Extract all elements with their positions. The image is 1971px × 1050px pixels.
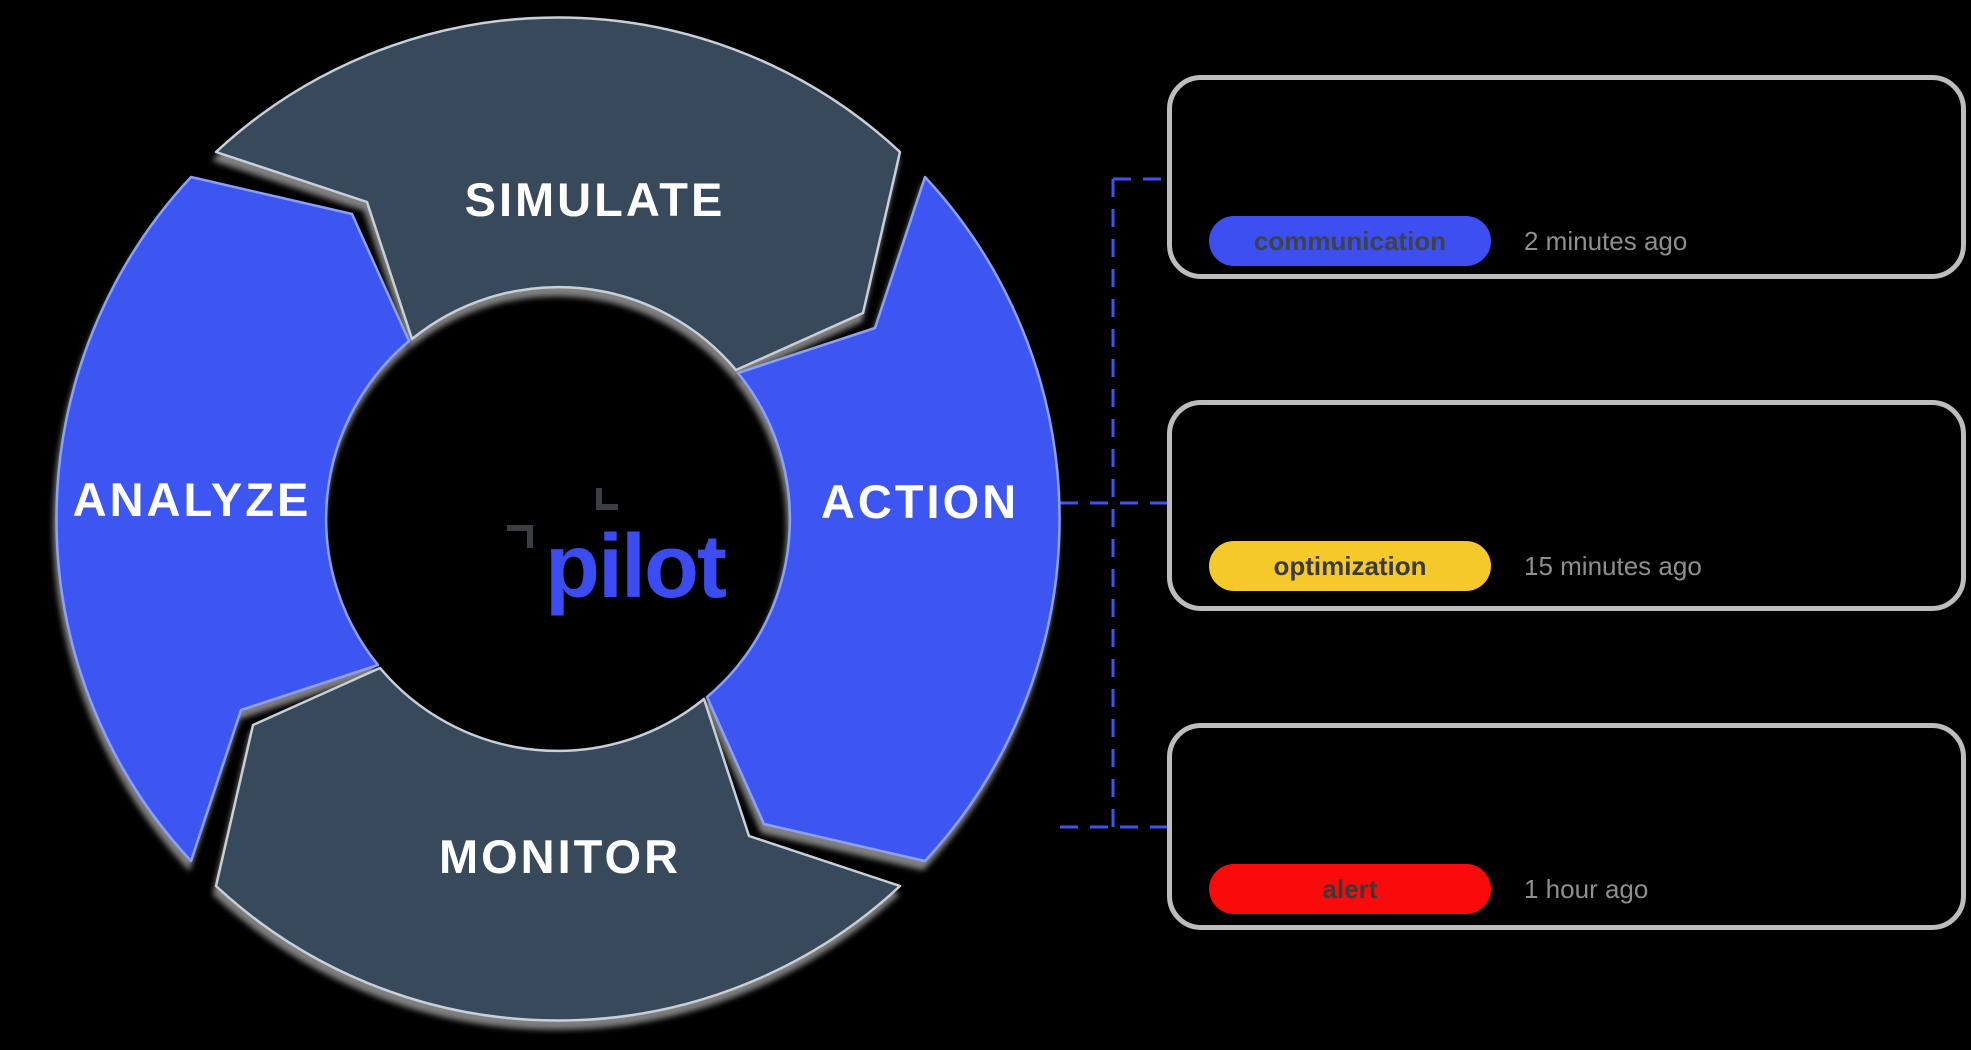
notification-card[interactable]: communication 2 minutes ago bbox=[1167, 75, 1966, 279]
segment-simulate bbox=[214, 16, 902, 372]
logo-bracket-top-right-icon bbox=[507, 525, 533, 548]
timestamp: 1 hour ago bbox=[1524, 873, 1649, 904]
segment-analyze bbox=[55, 175, 411, 863]
logo-bracket-bottom-left-icon bbox=[596, 488, 618, 510]
timestamp: 2 minutes ago bbox=[1524, 225, 1688, 256]
badge-optimization: optimization bbox=[1209, 541, 1491, 591]
segment-label-simulate: SIMULATE bbox=[465, 173, 726, 226]
badge-alert: alert bbox=[1209, 864, 1491, 914]
logo-wordmark: pilot bbox=[545, 517, 726, 617]
segment-monitor bbox=[214, 666, 902, 1022]
pilot-logo: pilot bbox=[507, 488, 728, 617]
notification-card[interactable]: alert 1 hour ago bbox=[1167, 723, 1966, 930]
segment-label-action: ACTION bbox=[821, 475, 1019, 528]
timestamp: 15 minutes ago bbox=[1524, 550, 1702, 581]
segment-label-monitor: MONITOR bbox=[439, 830, 681, 883]
connector-lines bbox=[1060, 177, 1167, 829]
badge-communication: communication bbox=[1209, 216, 1491, 266]
segment-action bbox=[705, 175, 1061, 863]
segment-label-analyze: ANALYZE bbox=[73, 473, 312, 526]
notification-card[interactable]: optimization 15 minutes ago bbox=[1167, 400, 1966, 611]
